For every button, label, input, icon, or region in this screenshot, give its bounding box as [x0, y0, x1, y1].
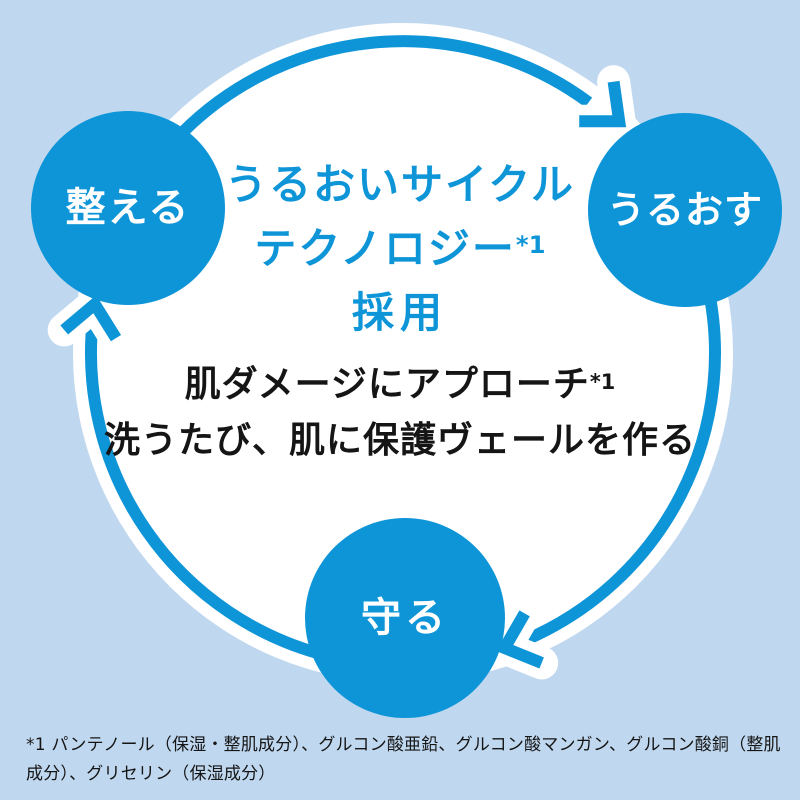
- arrowhead-left-icon: [60, 295, 122, 342]
- headline-line-2: テクノロジー*1: [0, 226, 800, 272]
- arrowhead-bottom-icon: [495, 610, 544, 669]
- step-circles: [31, 111, 782, 718]
- step-circle-totonoeru: [31, 111, 225, 305]
- step-label-totonoeru: 整える: [65, 185, 191, 231]
- headline-line-2-text: テクノロジー: [254, 224, 516, 273]
- headline-line-3: 採用: [351, 288, 448, 337]
- subtitle-line-1: 肌ダメージにアプローチ*1: [0, 365, 800, 405]
- cycle-arcs: [85, 35, 721, 662]
- step-circle-uruosu: [588, 113, 782, 307]
- subtitle-line-1-footnote-marker: *1: [589, 369, 616, 394]
- arrowheads: [60, 80, 627, 669]
- subtitle-line-2: 洗うたび、肌に保護ヴェールを作る: [103, 420, 696, 461]
- cycle-arc-right: [522, 281, 721, 646]
- arrowhead-top-right-icon: [579, 80, 627, 128]
- cycle-arc-left: [85, 317, 329, 662]
- step-label-mamoru: 守る: [361, 595, 449, 641]
- cycle-arc-top: [166, 35, 593, 149]
- headline-line-2-footnote-marker: *1: [515, 230, 546, 260]
- cycle-background-disc: [73, 23, 733, 683]
- step-label-uruosu: うるおす: [606, 188, 763, 232]
- footnote: *1 パンテノール（保湿・整肌成分）、グルコン酸亜鉛、グルコン酸マンガン、グルコ…: [26, 735, 781, 784]
- subtitle-line-1-text: 肌ダメージにアプローチ: [184, 364, 590, 405]
- headline-line-1: うるおいサイクル: [225, 160, 575, 209]
- step-circle-mamoru: [305, 518, 505, 718]
